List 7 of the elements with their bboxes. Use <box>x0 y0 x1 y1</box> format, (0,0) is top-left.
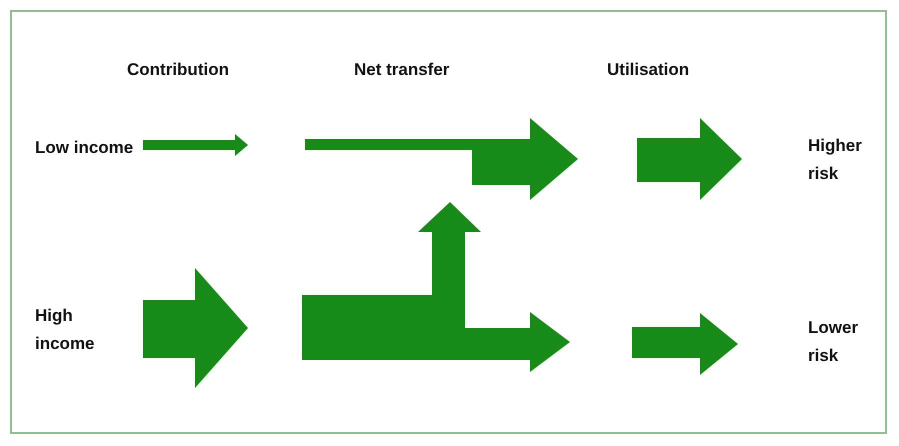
row-label: Higher risk <box>808 135 863 185</box>
row-label: Lower risk <box>808 317 860 367</box>
row-label: Low income <box>35 137 134 159</box>
column-heading: Utilisation <box>607 59 690 81</box>
column-heading: Net transfer <box>354 59 450 81</box>
row-label: High income <box>35 305 96 355</box>
column-heading: Contribution <box>127 59 230 81</box>
